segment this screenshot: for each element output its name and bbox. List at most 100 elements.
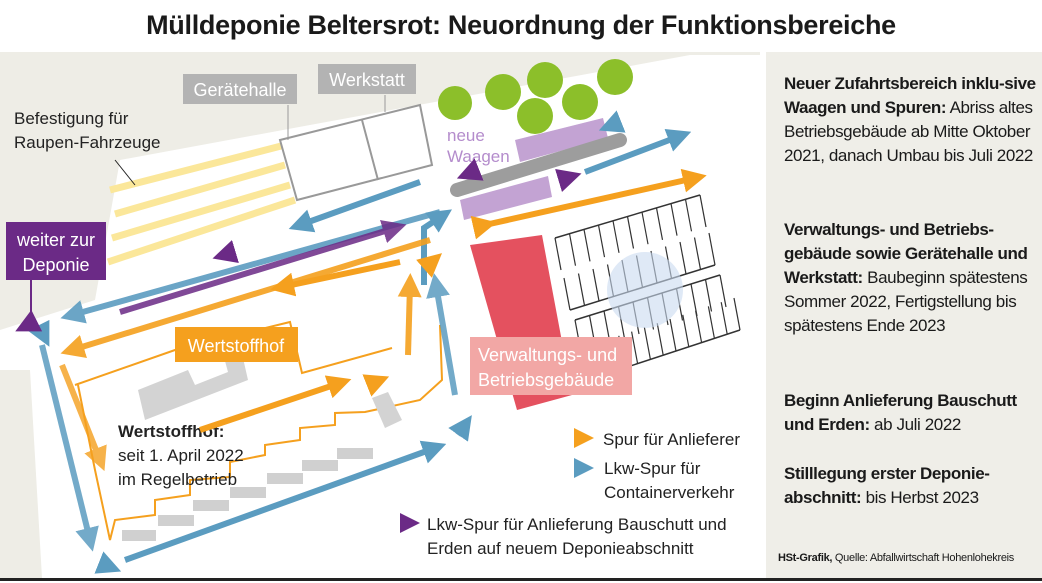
note-text: Baubeginn spätestens Sommer 2022, Fertig… — [784, 268, 1028, 335]
blue-lane-arrow — [123, 440, 447, 563]
credit-bold: HSt-Grafik, — [778, 552, 833, 564]
tree-icon — [517, 98, 553, 134]
orange-lane-arrow — [416, 253, 443, 278]
rubble-blocks — [122, 448, 373, 541]
blue-lane-arrow — [60, 209, 441, 324]
orange-lane-arrow — [270, 259, 401, 297]
legend-orange-label: Spur für Anlieferer — [603, 430, 740, 449]
parking-stall-line — [707, 306, 715, 339]
orange-lane-arrow — [60, 237, 431, 358]
legend-purple-label-line1: Lkw-Spur für Anlieferung Bauschutt und — [427, 515, 727, 534]
deponie-label-box — [6, 222, 106, 280]
note-anlieferung: Beginn Anlieferung Bauschutt und Erden: … — [784, 389, 1039, 437]
legend-purple-label-line2: Erden auf neuem Deponieabschnitt — [427, 539, 694, 558]
verwaltung-label-line1: Verwaltungs- und — [478, 345, 617, 365]
note-heading: Stilllegung erster Deponie-abschnitt: — [784, 464, 990, 507]
deponie-label-line1: weiter zur — [16, 230, 95, 250]
wertstoffhof-note-title: Wertstoffhof: — [118, 422, 224, 441]
wertstoffhof-label-box — [175, 327, 298, 362]
blue-lane-arrow — [27, 319, 50, 347]
wertstoffhof-steps — [77, 324, 444, 541]
parking-highlight — [607, 252, 683, 328]
waage-top — [515, 118, 608, 162]
blue-lane-arrow — [426, 273, 458, 396]
note-stilllegung: Stilllegung erster Deponie-abschnitt: bi… — [784, 462, 1039, 510]
purple-lane-arrow — [212, 240, 239, 264]
tree-icon — [485, 74, 521, 110]
purple-lane-arrow — [119, 220, 407, 315]
blue-lane-arrow — [94, 551, 122, 574]
befestigung-label-line2: Raupen-Fahrzeuge — [14, 133, 160, 152]
tree-icon — [597, 59, 633, 95]
parking-stall-line — [704, 279, 713, 312]
bottom-rule — [0, 578, 1042, 581]
blue-lane-arrow — [583, 129, 692, 175]
site-map: Gerätehalle Werkstatt Befestigung für Ra… — [0, 52, 760, 578]
small-building — [372, 392, 402, 428]
blue-lane-arrow — [39, 344, 99, 552]
wertstoffhof-label: Wertstoffhof — [188, 336, 285, 356]
orange-lane-arrow — [470, 168, 707, 240]
note-heading: Verwaltungs- und Betriebs-gebäude sowie … — [784, 220, 1028, 287]
info-panel: Neuer Zufahrtsbereich inklu-sive Waagen … — [766, 52, 1042, 578]
parking-stall-line — [720, 302, 728, 335]
parking-stall-line — [679, 241, 687, 275]
orange-lane-arrow — [59, 363, 107, 472]
verwaltung-label-line2: Betriebsgebäude — [478, 370, 614, 390]
wertstoffhof-note-line2: im Regelbetrieb — [118, 470, 237, 489]
werkstatt-label: Werkstatt — [329, 70, 405, 90]
tree-icon — [527, 62, 563, 98]
parking-stall-line — [719, 274, 727, 308]
blue-lane-arrow — [288, 179, 422, 233]
parking-stall-line — [554, 237, 562, 271]
page-title: Mülldeponie Beltersrot: Neuordnung der F… — [146, 10, 896, 40]
geraetehalle-werkstatt-outline — [278, 103, 434, 202]
parking-stall-line — [631, 331, 639, 364]
neue-waagen-label-line1: neue — [447, 126, 485, 145]
purple-lane-arrow — [15, 309, 43, 332]
geraetehalle-label: Gerätehalle — [193, 80, 286, 100]
note-heading: Neuer Zufahrtsbereich inklu-sive Waagen … — [784, 74, 1036, 117]
blue-lane-arrow — [448, 415, 472, 442]
note-zufahrtsbereich: Neuer Zufahrtsbereich inklu-sive Waagen … — [784, 72, 1039, 168]
wertstoffhof-building — [138, 345, 248, 420]
blue-lane-arrow — [598, 110, 626, 133]
note-text: Abriss altes Betriebsgebäude ab Mitte Ok… — [784, 98, 1033, 165]
parking-stall-line — [682, 314, 690, 347]
orange-lane-arrow — [397, 273, 422, 356]
orange-lane-arrow — [362, 374, 390, 397]
deponie-label-line2: Deponie — [22, 255, 89, 275]
note-text: ab Juli 2022 — [874, 415, 961, 434]
befestigung-label-line1: Befestigung für — [14, 109, 129, 128]
note-text: bis Herbst 2023 — [865, 488, 979, 507]
verwaltung-label-box — [470, 337, 632, 395]
trees — [438, 59, 633, 134]
parking-stall-line — [669, 318, 677, 352]
geraetehalle-label-box — [183, 74, 297, 104]
note-verwaltungsgebaeude: Verwaltungs- und Betriebs-gebäude sowie … — [784, 218, 1039, 338]
parking-stall-line — [708, 232, 716, 266]
parking-stall-line — [563, 277, 571, 311]
legend-blue-label-line2: Containerverkehr — [604, 483, 735, 502]
legend-blue-label-line1: Lkw-Spur für — [604, 459, 701, 478]
neue-waagen-label-line2: Waagen — [447, 147, 510, 166]
purple-lane-arrow — [456, 158, 484, 181]
tree-icon — [562, 84, 598, 120]
parking-stall-line — [656, 323, 664, 356]
tree-icon — [438, 86, 472, 120]
orange-lane-arrow — [199, 375, 352, 433]
purple-lane-arrow — [555, 168, 582, 192]
parking-stall-line — [733, 297, 741, 331]
parking-stall-line — [592, 268, 600, 302]
legend: Spur für Anlieferer Lkw-Spur für Contain… — [400, 428, 740, 558]
befestigung-stripes — [106, 141, 297, 266]
werkstatt-label-box — [318, 64, 416, 94]
wertstoffhof-boundary — [74, 320, 393, 386]
parking-stall-line — [643, 327, 651, 360]
wertstoffhof-note-line1: seit 1. April 2022 — [118, 446, 244, 465]
credit-text: Quelle: Abfallwirtschaft Hohenlohekreis — [834, 552, 1014, 564]
befestigung-leader — [114, 159, 136, 186]
parking-stall-line — [577, 273, 586, 306]
note-heading: Beginn Anlieferung Bauschutt und Erden: — [784, 391, 1017, 434]
parking-stall-line — [695, 310, 703, 343]
